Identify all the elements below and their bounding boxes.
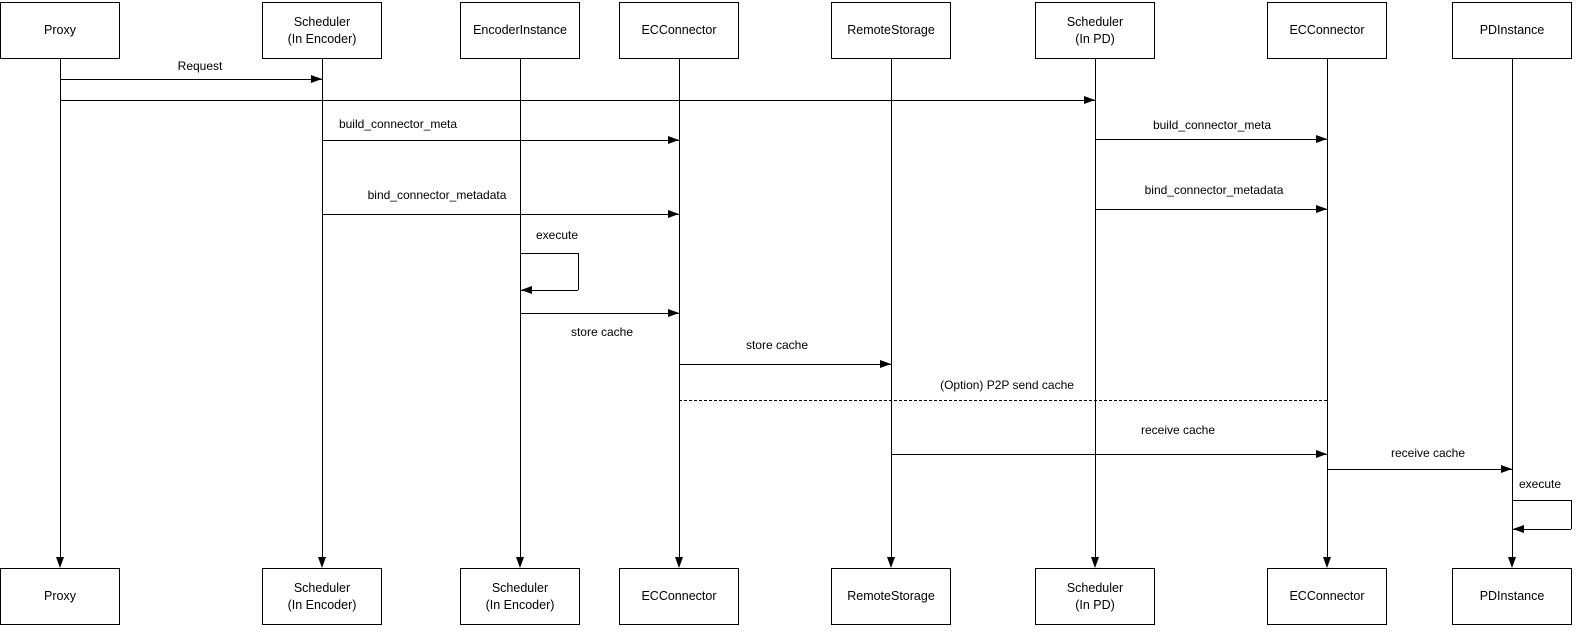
self-message-side-execute-pd (1571, 500, 1572, 529)
arrowhead-bind-connector-metadata-encoder (668, 210, 679, 218)
message-label-build-connector-meta-encoder: build_connector_meta (338, 117, 458, 131)
lifeline-ec-connector-1 (679, 59, 680, 558)
message-line-store-cache-encoder-to-ec (520, 313, 679, 314)
self-message-return-execute-pd (1512, 529, 1571, 530)
message-line-p2p-send-cache (679, 400, 1327, 401)
self-message-top-execute-pd (1512, 500, 1571, 501)
participant-label: Scheduler (293, 15, 351, 30)
lifeline-ec-connector-2 (1327, 59, 1328, 558)
participant-box-bottom-ec-connector-1: ECConnector (619, 568, 739, 625)
arrowhead-build-connector-meta-pd (1316, 135, 1327, 143)
message-label-bind-connector-metadata-pd: bind_connector_metadata (1144, 183, 1284, 197)
message-label-receive-cache-ec-to-pd: receive cache (1390, 446, 1466, 460)
participant-label: Scheduler (293, 581, 351, 596)
message-line-build-connector-meta-encoder (322, 140, 679, 141)
message-label-build-connector-meta-pd: build_connector_meta (1152, 118, 1272, 132)
message-label-p2p-send-cache: (Option) P2P send cache (940, 378, 1074, 392)
lifeline-encoder-instance (520, 59, 521, 558)
message-line-bind-connector-metadata-pd (1095, 209, 1327, 210)
self-message-side-execute-encoder (578, 253, 579, 290)
participant-label: (In Encoder) (287, 597, 357, 612)
lifeline-pd-instance (1512, 59, 1513, 558)
message-line-request (60, 79, 322, 80)
lifeline-end-arrow-ec-connector-1 (675, 557, 683, 568)
participant-label: (In Encoder) (485, 597, 555, 612)
arrowhead-bind-connector-metadata-pd (1316, 205, 1327, 213)
message-line-receive-cache-ec-to-pd (1327, 469, 1512, 470)
participant-box-top-ec-connector-2: ECConnector (1267, 2, 1387, 59)
lifeline-remote-storage (891, 59, 892, 558)
arrowhead-receive-cache-remote-to-ec (1316, 450, 1327, 458)
participant-label: ECConnector (641, 23, 717, 38)
participant-label: Proxy (44, 589, 76, 604)
participant-label: RemoteStorage (847, 23, 935, 38)
lifeline-end-arrow-proxy (56, 557, 64, 568)
participant-label: PDInstance (1479, 589, 1545, 604)
participant-label: RemoteStorage (847, 589, 935, 604)
message-line-proxy-to-scheduler-pd (60, 100, 1095, 101)
message-line-build-connector-meta-pd (1095, 139, 1327, 140)
participant-label: (In PD) (1075, 31, 1115, 46)
participant-label: ECConnector (641, 589, 717, 604)
self-message-top-execute-encoder (520, 253, 578, 254)
participant-label: Scheduler (491, 581, 549, 596)
participant-box-top-remote-storage: RemoteStorage (831, 2, 951, 59)
lifeline-scheduler-in-encoder (322, 59, 323, 558)
arrowhead-store-cache-encoder-to-ec (668, 309, 679, 317)
lifeline-scheduler-in-pd (1095, 59, 1096, 558)
arrowhead-execute-encoder (521, 286, 532, 294)
message-label-execute-pd: execute (1518, 477, 1562, 491)
message-label-request: Request (177, 59, 223, 73)
participant-box-top-encoder-instance: EncoderInstance (460, 2, 580, 59)
lifeline-end-arrow-ec-connector-2 (1323, 557, 1331, 568)
participant-label: ECConnector (1289, 589, 1365, 604)
message-label-bind-connector-metadata-encoder: bind_connector_metadata (367, 188, 507, 202)
message-label-store-cache-ec-to-remote: store cache (745, 338, 809, 352)
participant-box-top-scheduler-in-encoder: Scheduler(In Encoder) (262, 2, 382, 59)
arrowhead-request (311, 75, 322, 83)
participant-label: Scheduler (1066, 581, 1124, 596)
message-line-receive-cache-remote-to-ec (891, 454, 1327, 455)
participant-label: ECConnector (1289, 23, 1365, 38)
lifeline-end-arrow-scheduler-in-pd (1091, 557, 1099, 568)
message-label-store-cache-encoder-to-ec: store cache (570, 325, 634, 339)
arrowhead-receive-cache-ec-to-pd (1501, 465, 1512, 473)
lifeline-end-arrow-encoder-instance (516, 557, 524, 568)
arrowhead-build-connector-meta-encoder (668, 136, 679, 144)
participant-label: PDInstance (1479, 23, 1545, 38)
participant-box-bottom-encoder-instance: Scheduler(In Encoder) (460, 568, 580, 625)
participant-label: Proxy (44, 23, 76, 38)
arrowhead-execute-pd (1513, 525, 1524, 533)
lifeline-end-arrow-remote-storage (887, 557, 895, 568)
participant-box-bottom-ec-connector-2: ECConnector (1267, 568, 1387, 625)
participant-box-bottom-remote-storage: RemoteStorage (831, 568, 951, 625)
message-line-bind-connector-metadata-encoder (322, 214, 679, 215)
participant-box-top-ec-connector-1: ECConnector (619, 2, 739, 59)
lifeline-end-arrow-pd-instance (1508, 557, 1516, 568)
participant-label: (In Encoder) (287, 31, 357, 46)
message-label-receive-cache-remote-to-ec: receive cache (1140, 423, 1216, 437)
participant-box-top-proxy: Proxy (0, 2, 120, 59)
message-line-store-cache-ec-to-remote (679, 364, 891, 365)
arrowhead-store-cache-ec-to-remote (880, 360, 891, 368)
participant-box-bottom-scheduler-in-pd: Scheduler(In PD) (1035, 568, 1155, 625)
participant-label: Scheduler (1066, 15, 1124, 30)
participant-box-bottom-scheduler-in-encoder: Scheduler(In Encoder) (262, 568, 382, 625)
lifeline-proxy (60, 59, 61, 558)
participant-label: (In PD) (1075, 597, 1115, 612)
participant-label: EncoderInstance (473, 23, 567, 38)
participant-box-bottom-proxy: Proxy (0, 568, 120, 625)
message-label-execute-encoder: execute (535, 228, 579, 242)
lifeline-end-arrow-scheduler-in-encoder (318, 557, 326, 568)
arrowhead-proxy-to-scheduler-pd (1084, 96, 1095, 104)
participant-box-top-pd-instance: PDInstance (1452, 2, 1572, 59)
self-message-return-execute-encoder (520, 290, 578, 291)
participant-box-bottom-pd-instance: PDInstance (1452, 568, 1572, 625)
participant-box-top-scheduler-in-pd: Scheduler(In PD) (1035, 2, 1155, 59)
